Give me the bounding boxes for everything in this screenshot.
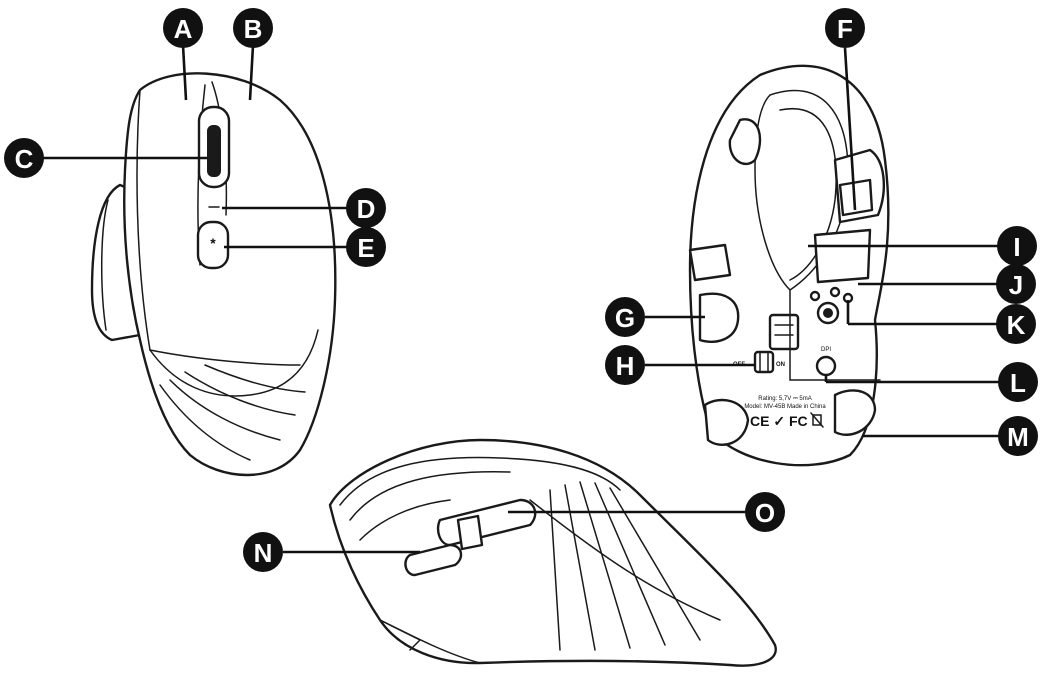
svg-text:G: G	[615, 303, 635, 333]
callout-j: J	[996, 264, 1036, 304]
callout-n: N	[243, 532, 283, 572]
bottom-view-indicator-1	[809, 290, 821, 302]
callout-c: C	[4, 138, 44, 178]
top-view-body	[123, 72, 337, 477]
callout-f: F	[825, 8, 865, 48]
weee-bin-icon	[812, 414, 822, 426]
callout-o: O	[745, 492, 785, 532]
side-view-back-button	[404, 543, 463, 577]
bottom-view-foot-left	[688, 243, 732, 282]
bottom-view-foot-bottom-left	[703, 398, 750, 447]
svg-text:O: O	[755, 498, 775, 528]
bottom-view-sensor-window	[698, 292, 740, 343]
callout-k: K	[996, 304, 1036, 344]
bottom-view-foot-bottom-right	[833, 389, 877, 436]
bottom-view-foot-top	[728, 118, 762, 166]
svg-text:*: *	[210, 235, 216, 251]
bottom-view-dpi-button	[815, 355, 837, 377]
callout-h: H	[605, 345, 645, 385]
callout-m: M	[998, 416, 1038, 456]
leader-f	[843, 47, 857, 211]
side-view-body	[328, 438, 777, 667]
leader-a	[181, 44, 188, 101]
leader-b	[248, 44, 255, 101]
svg-text:H: H	[616, 351, 635, 381]
bottom-view-connector	[768, 313, 800, 351]
leader-lines	[42, 44, 1000, 554]
model-line: Model: MV-45B Made in China	[744, 404, 826, 410]
side-view	[328, 438, 777, 667]
svg-text:I: I	[1013, 232, 1020, 262]
rating-line: Rating: 5,7V ⎓ 5mA	[758, 396, 811, 402]
certification-marks: CE ✓ FC	[750, 413, 808, 429]
svg-text:F: F	[837, 14, 853, 44]
svg-text:D: D	[357, 194, 376, 224]
callout-e: E	[346, 227, 386, 267]
bottom-view-side-button	[813, 228, 872, 284]
svg-text:K: K	[1007, 310, 1026, 340]
bottom-view: OFF ON DPI Rating: 5,7V ⎓ 5mA Model: MV-…	[688, 64, 890, 467]
callout-i: I	[997, 226, 1037, 266]
bottom-view-power-switch	[753, 350, 775, 374]
svg-text:L: L	[1010, 368, 1026, 398]
svg-text:N: N	[254, 538, 273, 568]
switch-on-label: ON	[776, 362, 785, 368]
callout-l: L	[998, 362, 1038, 402]
svg-text:J: J	[1009, 270, 1023, 300]
dpi-label: DPI	[821, 347, 831, 353]
svg-text:B: B	[244, 14, 263, 44]
svg-text:E: E	[357, 233, 374, 263]
top-view: *	[90, 72, 337, 477]
callout-g: G	[605, 297, 645, 337]
top-view-dpi-button	[196, 220, 230, 270]
callout-b: B	[233, 8, 273, 48]
svg-text:M: M	[1007, 422, 1029, 452]
callout-d: D	[346, 188, 386, 228]
bottom-view-indicator-2	[829, 286, 841, 298]
callout-a: A	[163, 8, 203, 48]
svg-text:A: A	[174, 14, 193, 44]
svg-text:C: C	[15, 144, 34, 174]
